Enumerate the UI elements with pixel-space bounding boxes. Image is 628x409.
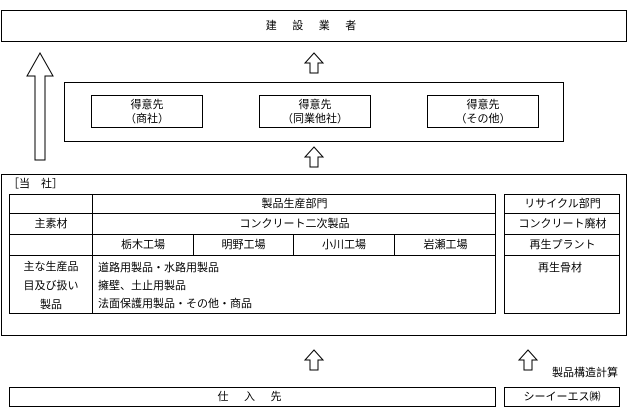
products-label-line: 主な生産品: [23, 259, 79, 273]
customer-title: 得意先: [466, 97, 500, 111]
subsidiary-box: シーイーエス㈱: [504, 387, 620, 407]
customer-type: （商社）: [125, 111, 169, 125]
customer-title: 得意先: [130, 97, 164, 111]
tall-up-arrow-icon: [26, 51, 54, 161]
table-row-divider: [504, 234, 620, 235]
customer-box-other: 得意先 （その他）: [427, 95, 539, 128]
customer-type: （その他）: [455, 111, 511, 125]
recycle-plant: 再生プラント: [529, 238, 596, 251]
construction-companies-box: 建 設 業 者: [1, 10, 627, 42]
table-row-divider: [9, 234, 496, 235]
products-label: 主な生産品 目及び扱い 製品: [10, 256, 92, 314]
supplier-box: 仕 入 先: [9, 387, 496, 407]
table-row-divider: [9, 255, 496, 256]
recycle-material: コンクリート廃材: [518, 217, 607, 230]
factory-iwase: 岩瀬工場: [423, 238, 468, 251]
customer-type: （同業他社）: [282, 111, 348, 125]
product-line: 法面保護用製品・その他・商品: [98, 297, 252, 310]
products-label-line: 目及び扱い: [23, 278, 79, 292]
factory-akeno: 明野工場: [221, 238, 266, 251]
manufacturing-table: [9, 194, 496, 314]
customer-box-trading: 得意先 （商社）: [91, 95, 203, 128]
factory-divider: [293, 234, 294, 255]
recycle-table: [504, 194, 620, 314]
factory-ogawa: 小川工場: [322, 238, 366, 251]
subsidiary-note: 製品構造計算: [552, 366, 618, 379]
table-row-divider: [504, 255, 620, 256]
product-line: 擁壁、土止用製品: [98, 279, 186, 292]
company-label: ［当 社］: [8, 177, 63, 190]
factory-divider: [394, 234, 395, 255]
customer-title: 得意先: [298, 97, 332, 111]
manufacturing-header: 製品生産部門: [261, 197, 328, 210]
construction-companies-label: 建 設 業 者: [265, 19, 363, 32]
company-up-arrow-icon: [303, 146, 325, 168]
subsidiary-label: シーイーエス㈱: [523, 390, 601, 403]
products-label-line: 製品: [40, 297, 62, 311]
factory-divider: [193, 234, 194, 255]
factory-tochigi: 栃木工場: [121, 238, 165, 251]
supplier-label: 仕 入 先: [217, 390, 288, 403]
recycle-product: 再生骨材: [538, 261, 582, 274]
table-row-divider: [504, 213, 620, 214]
subsidiary-up-arrow-icon: [517, 349, 539, 371]
product-line: 道路用製品・水路用製品: [98, 261, 219, 274]
customers-up-arrow-icon: [303, 52, 325, 74]
material-value: コンクリート二次製品: [239, 217, 350, 230]
supplier-up-arrow-icon: [303, 349, 325, 371]
table-col-divider: [92, 194, 93, 314]
recycle-header: リサイクル部門: [524, 197, 601, 210]
customer-box-peers: 得意先 （同業他社）: [259, 95, 371, 128]
material-label: 主素材: [34, 217, 68, 230]
table-row-divider: [9, 213, 496, 214]
